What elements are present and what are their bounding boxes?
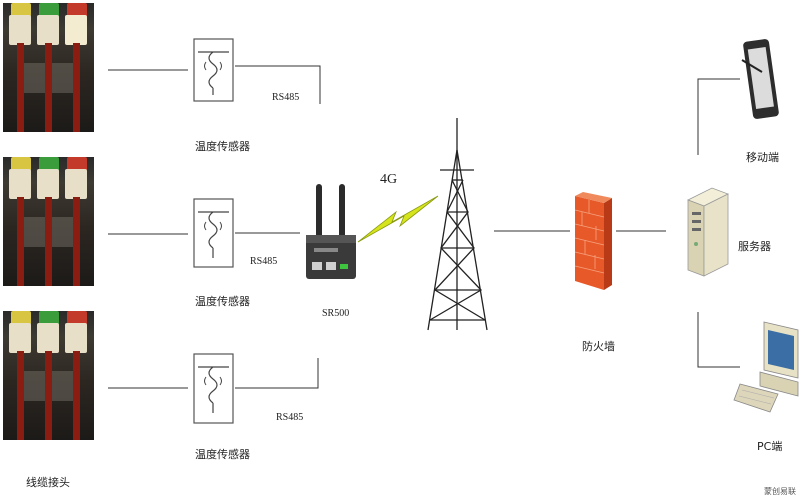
firewall-label: 防火墙: [582, 340, 615, 353]
temp-sensor-3-label: 温度传感器: [195, 448, 250, 461]
cable-joint-label: 线缆接头: [26, 476, 70, 489]
server-icon: [687, 187, 729, 277]
pc-icon: [733, 321, 799, 413]
rs485-label-1: RS485: [272, 92, 300, 103]
connection-lines: [108, 65, 740, 389]
cell-tower-icon: [427, 118, 488, 331]
mobile-device-icon: [741, 39, 779, 119]
temp-sensor-3: [193, 353, 234, 424]
router-label: SR500: [322, 308, 350, 319]
mobile-label: 移动端: [746, 151, 779, 164]
pc-label: PC端: [757, 440, 783, 453]
cable-joint-photo-3: [3, 311, 94, 440]
rs485-label-2: RS485: [250, 256, 278, 267]
wireless-bolt-icon: [357, 195, 439, 243]
server-label: 服务器: [738, 240, 771, 253]
rs485-label-3: RS485: [276, 412, 304, 423]
temp-sensor-2: [193, 198, 234, 268]
temp-sensor-1: [193, 38, 234, 102]
firewall-icon: [574, 192, 612, 290]
wireless-label: 4G: [380, 172, 398, 187]
cable-joint-photo-2: [3, 157, 94, 286]
router-icon: [306, 184, 356, 279]
temp-sensor-1-label: 温度传感器: [195, 140, 250, 153]
cable-joint-photo-1: [3, 3, 94, 132]
temp-sensor-2-label: 温度传感器: [195, 295, 250, 308]
watermark-text: 蒙创易联: [764, 487, 796, 496]
